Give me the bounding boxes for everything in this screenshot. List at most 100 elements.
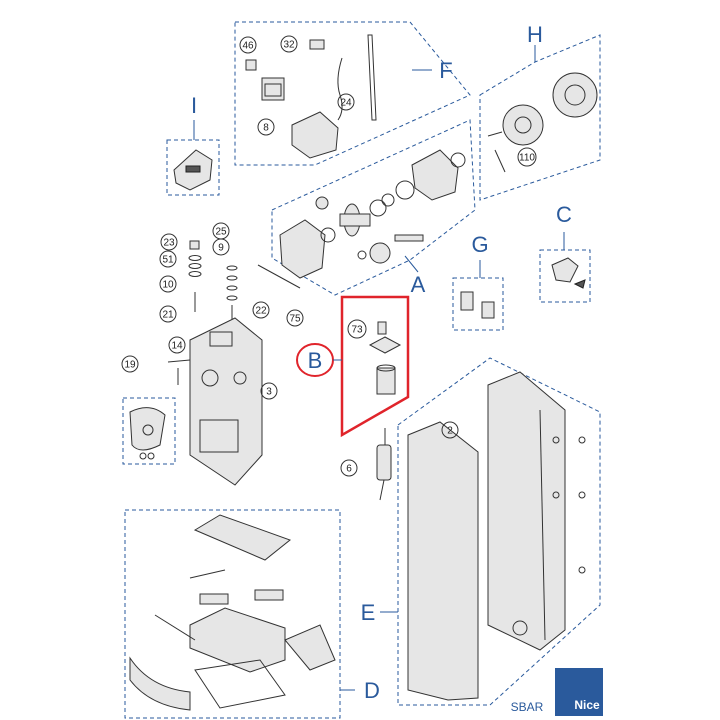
group-g: G bbox=[452, 232, 504, 331]
svg-text:10: 10 bbox=[162, 280, 174, 291]
callout-25: 25 bbox=[212, 222, 230, 240]
group-b-highlight-frame bbox=[340, 295, 410, 438]
svg-text:75: 75 bbox=[289, 314, 301, 325]
group-h-label: H bbox=[527, 22, 543, 47]
svg-text:8: 8 bbox=[263, 123, 269, 134]
callout-14: 14 bbox=[168, 336, 186, 354]
callout-8: 8 bbox=[257, 118, 275, 136]
cabinet-edge bbox=[539, 409, 546, 641]
callout-110: 110 bbox=[517, 147, 537, 167]
group-c: C bbox=[539, 202, 591, 303]
c-part-small bbox=[573, 279, 586, 289]
h-rod-shape bbox=[494, 149, 506, 173]
cover-lid-shape bbox=[193, 514, 292, 561]
part-73-shape bbox=[377, 321, 387, 335]
gearbox-half-shape bbox=[279, 219, 326, 279]
h-wheel-shape bbox=[502, 104, 544, 146]
main-shaft bbox=[339, 213, 371, 227]
release-lever-box-outline bbox=[122, 397, 176, 465]
svg-text:21: 21 bbox=[162, 310, 174, 321]
group-d: D bbox=[124, 509, 380, 719]
callout-3: 3 bbox=[260, 382, 278, 400]
group-e-box bbox=[397, 357, 601, 706]
callout-23: 23 bbox=[160, 233, 178, 251]
part-8-shape bbox=[291, 111, 339, 159]
spring-coil bbox=[376, 444, 392, 481]
svg-text:24: 24 bbox=[340, 98, 352, 109]
d-gasket-shape bbox=[194, 659, 286, 709]
group-e-label: E bbox=[361, 600, 376, 625]
release-lever-shape bbox=[129, 407, 166, 451]
d-seal-strip bbox=[284, 624, 336, 671]
svg-text:46: 46 bbox=[242, 41, 254, 52]
group-a-box bbox=[271, 119, 476, 296]
part-24-cable bbox=[337, 57, 343, 121]
svg-text:32: 32 bbox=[283, 40, 295, 51]
spring-hook-bottom bbox=[379, 479, 385, 501]
h-drum-shape bbox=[552, 72, 598, 118]
board-terminal bbox=[185, 165, 201, 173]
callout-6: 6 bbox=[340, 459, 358, 477]
group-a: A bbox=[271, 119, 476, 297]
callout-21: 21 bbox=[159, 305, 177, 323]
cover-body-shape bbox=[189, 607, 286, 673]
svg-text:2: 2 bbox=[447, 426, 453, 437]
group-i-label: I bbox=[191, 93, 197, 118]
part-75-rod bbox=[257, 264, 301, 289]
svg-text:6: 6 bbox=[346, 464, 352, 475]
group-a-label: A bbox=[411, 272, 426, 297]
cabinet-body-shape bbox=[487, 371, 566, 651]
callout-46: 46 bbox=[239, 36, 257, 54]
group-i-box bbox=[166, 139, 220, 196]
callout-2: 2 bbox=[441, 421, 459, 439]
svg-text:23: 23 bbox=[163, 238, 175, 249]
svg-text:22: 22 bbox=[255, 306, 267, 317]
motor-body-shape bbox=[376, 367, 396, 395]
callout-10: 10 bbox=[159, 275, 177, 293]
brand-logo bbox=[555, 668, 603, 716]
frame-slot-top bbox=[209, 331, 233, 347]
svg-text:73: 73 bbox=[351, 325, 363, 336]
group-f: 46 32 24 8 F bbox=[234, 21, 471, 166]
d-bracket-top bbox=[189, 569, 226, 579]
h-pin-shape bbox=[487, 131, 503, 137]
group-h-box bbox=[479, 34, 601, 201]
callout-9: 9 bbox=[212, 238, 230, 256]
g-part-left bbox=[460, 291, 474, 311]
group-c-box bbox=[539, 249, 591, 303]
svg-text:51: 51 bbox=[162, 255, 174, 266]
group-h: 110 H bbox=[479, 22, 601, 201]
front-cover-shape bbox=[407, 421, 479, 701]
callout-24: 24 bbox=[337, 93, 355, 111]
callout-32: 32 bbox=[280, 35, 298, 53]
svg-text:110: 110 bbox=[519, 153, 535, 164]
d-wire-shape bbox=[154, 614, 196, 641]
group-b: 73 B bbox=[296, 295, 410, 438]
part-24-bracket bbox=[367, 34, 377, 121]
part-25-shape bbox=[189, 240, 200, 250]
spring-group: 6 bbox=[340, 428, 392, 501]
group-f-label: F bbox=[439, 58, 452, 83]
callout-73: 73 bbox=[347, 319, 367, 339]
svg-text:14: 14 bbox=[171, 341, 183, 352]
base-frame-group: 19 14 3 bbox=[121, 317, 278, 486]
svg-text:25: 25 bbox=[215, 227, 227, 238]
callout-51: 51 bbox=[159, 250, 177, 268]
svg-text:9: 9 bbox=[218, 243, 224, 254]
worm-gear-shape bbox=[369, 242, 391, 264]
group-c-label: C bbox=[556, 202, 572, 227]
motor-plate-shape bbox=[368, 336, 402, 354]
d-bracket-right bbox=[254, 589, 284, 601]
release-lever-box bbox=[122, 397, 176, 465]
group-b-label: B bbox=[308, 348, 323, 373]
fastener-stack: 25 23 9 51 10 21 22 75 bbox=[159, 222, 304, 330]
base-frame-shape bbox=[189, 317, 263, 486]
group-b-box bbox=[341, 296, 409, 436]
group-e: 2 E bbox=[361, 357, 601, 706]
c-part-shape bbox=[551, 257, 579, 283]
model-label: SBAR bbox=[511, 700, 544, 714]
part-19-bolt bbox=[167, 359, 191, 363]
group-d-box bbox=[124, 509, 341, 719]
part-46-shape bbox=[245, 59, 257, 71]
callout-19: 19 bbox=[121, 355, 139, 373]
